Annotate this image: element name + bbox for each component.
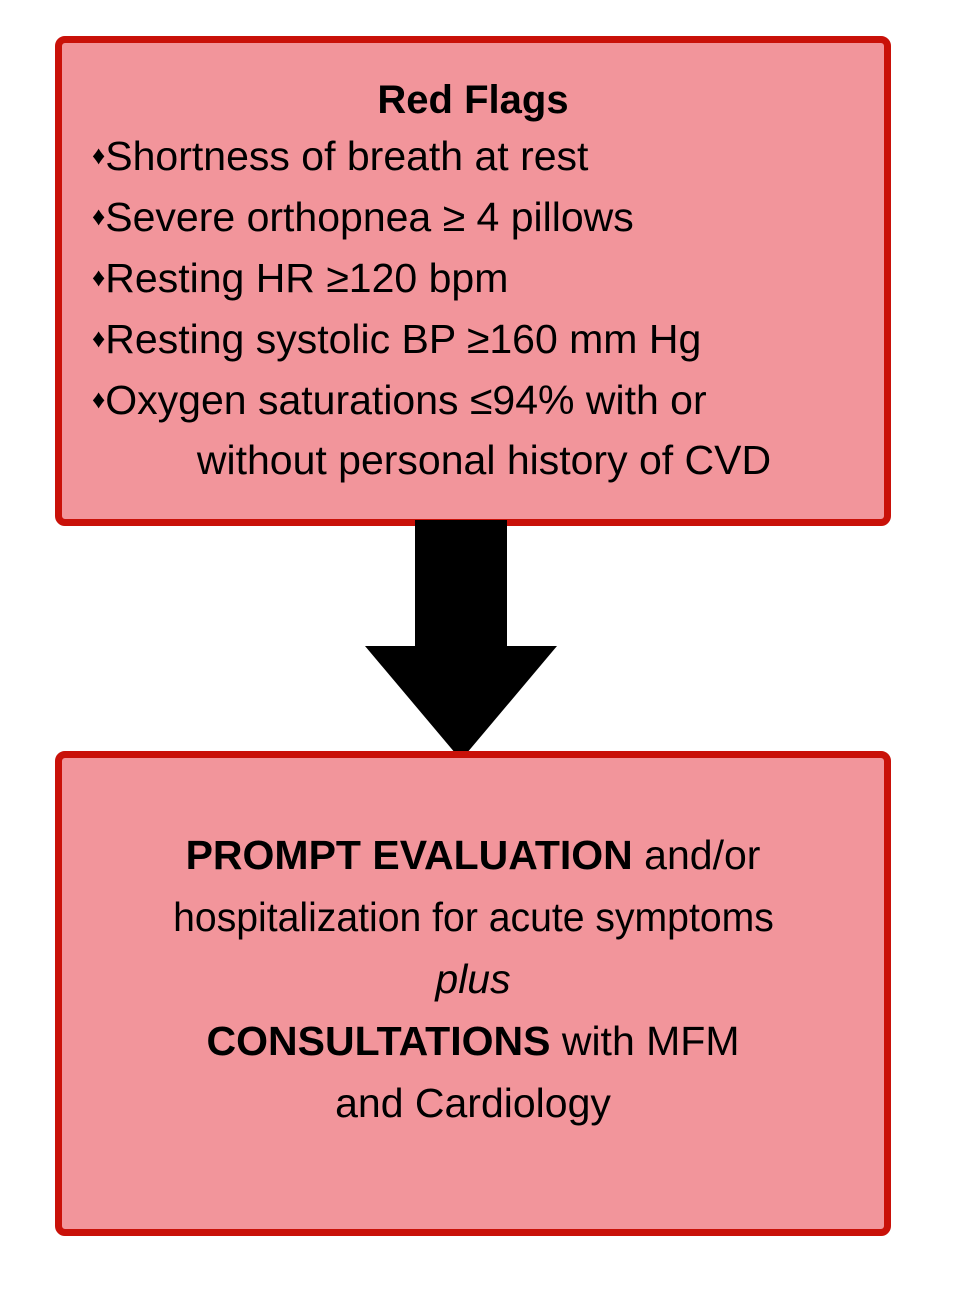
- list-item: ♦Resting systolic BP ≥160 mm Hg: [92, 308, 866, 369]
- action-line-2: hospitalization for acute symptoms: [72, 886, 874, 948]
- list-item-label: Shortness of breath at rest: [105, 133, 589, 179]
- list-item: ♦Shortness of breath at rest: [92, 125, 866, 186]
- action-line-5-label: and Cardiology: [335, 1080, 611, 1126]
- down-arrow-icon: [365, 520, 557, 760]
- action-box: PROMPT EVALUATION and/or hospitalization…: [55, 751, 891, 1236]
- bullet-diamond-icon: ♦: [92, 323, 106, 353]
- bullet-diamond-icon: ♦: [92, 262, 106, 292]
- red-flags-title: Red Flags: [377, 78, 569, 122]
- bullet-diamond-icon: ♦: [92, 384, 106, 414]
- action-line-1-normal: and/or: [632, 832, 761, 878]
- action-line-1: PROMPT EVALUATION and/or: [72, 824, 874, 886]
- list-item: ♦Severe orthopnea ≥ 4 pillows: [92, 186, 866, 247]
- red-flags-list: ♦Shortness of breath at rest ♦Severe ort…: [62, 125, 884, 490]
- action-line-3: plus: [72, 948, 874, 1010]
- list-item: ♦Oxygen saturations ≤94% with or without …: [92, 369, 866, 490]
- action-line-4-bold: CONSULTATIONS: [206, 1018, 551, 1064]
- action-line-1-bold: PROMPT EVALUATION: [185, 832, 633, 878]
- down-arrow-shape: [365, 520, 557, 760]
- list-item-label: Resting HR ≥120 bpm: [105, 255, 509, 301]
- list-item-label: Severe orthopnea ≥ 4 pillows: [105, 194, 634, 240]
- list-item-label: Resting systolic BP ≥160 mm Hg: [105, 316, 702, 362]
- action-line-2-label: hospitalization for acute symptoms: [172, 894, 774, 940]
- action-line-3-italic: plus: [435, 956, 511, 1002]
- list-item-label: Oxygen saturations ≤94% with or: [105, 377, 707, 423]
- action-text-block: PROMPT EVALUATION and/or hospitalization…: [62, 824, 884, 1134]
- action-line-4-normal: with MFM: [550, 1018, 740, 1064]
- bullet-diamond-icon: ♦: [92, 201, 106, 231]
- red-flags-box: Red Flags ♦Shortness of breath at rest ♦…: [55, 36, 891, 526]
- action-line-4: CONSULTATIONS with MFM: [72, 1010, 874, 1072]
- bullet-diamond-icon: ♦: [92, 140, 106, 170]
- list-item: ♦Resting HR ≥120 bpm: [92, 247, 866, 308]
- action-line-5: and Cardiology: [72, 1072, 874, 1134]
- list-item-label-wrap: without personal history of CVD: [196, 437, 772, 483]
